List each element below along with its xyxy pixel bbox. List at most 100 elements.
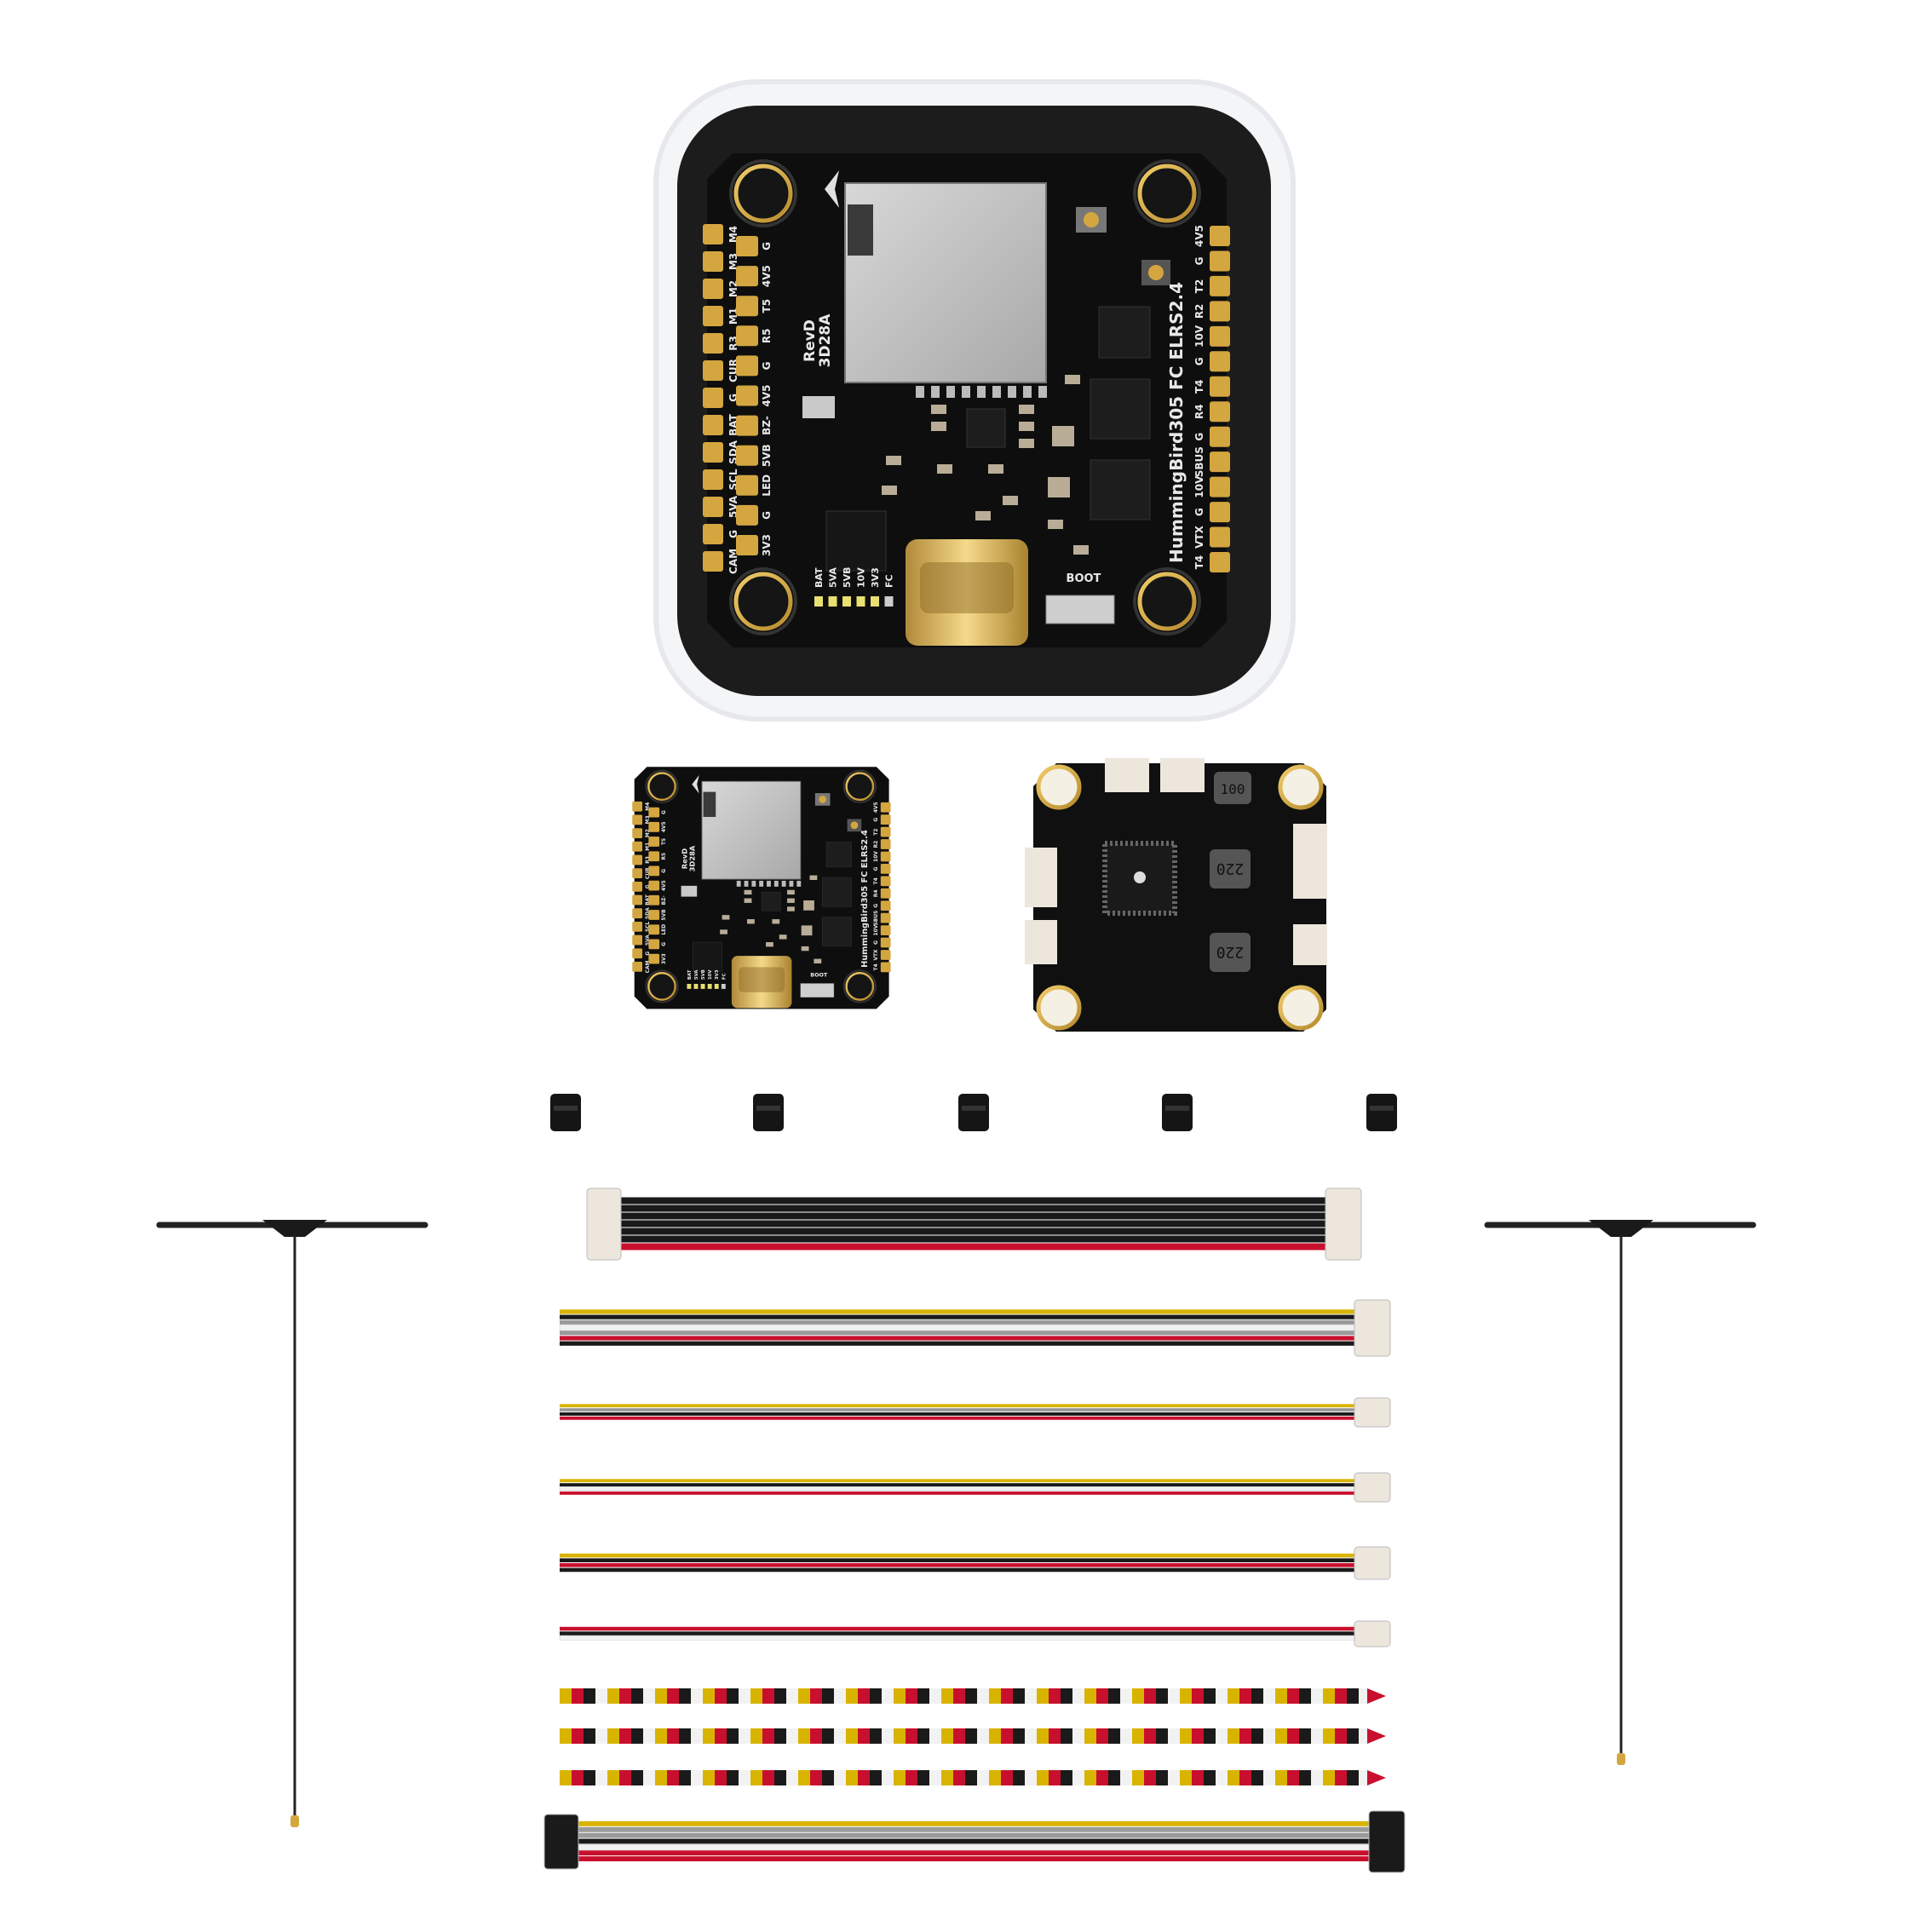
sd-pin — [916, 386, 924, 398]
grommet-body — [1162, 1094, 1193, 1131]
wire — [560, 1631, 1356, 1636]
grommet-body — [958, 1094, 989, 1131]
sd-latch — [848, 204, 873, 256]
wire — [560, 1320, 1356, 1325]
cable — [560, 1688, 1386, 1704]
solder-pad — [703, 415, 723, 435]
mount-hole — [1137, 572, 1197, 631]
led-label: 5VB — [842, 566, 853, 588]
pad-label: G — [727, 394, 739, 402]
esc-pcb — [1033, 763, 1326, 1032]
pad-label: 5VB — [761, 444, 773, 467]
solder-pad — [1210, 301, 1230, 322]
solder-pad — [736, 474, 758, 496]
smd-part — [1019, 405, 1034, 414]
wire — [578, 1844, 1371, 1850]
pad-label: R4 — [1193, 404, 1205, 419]
wire — [578, 1856, 1371, 1861]
connector-right — [1354, 1546, 1391, 1580]
wire — [560, 1412, 1356, 1416]
t-antenna — [156, 1220, 428, 1827]
solder-pad — [1210, 476, 1230, 497]
solder-pad — [703, 497, 723, 517]
solder-pad — [1210, 426, 1230, 447]
pad-label: G — [761, 242, 773, 250]
pad-label: 4V5 — [761, 265, 773, 287]
mount-hole-ring — [729, 567, 797, 635]
solder-pad — [703, 224, 723, 244]
chip — [1090, 378, 1151, 440]
mount-hole-ring — [729, 159, 797, 227]
connector — [1025, 848, 1057, 907]
connector-right — [1325, 1187, 1362, 1261]
led-label: 3V3 — [870, 567, 881, 588]
solder-pad — [736, 445, 758, 466]
antenna-hub — [1589, 1220, 1653, 1237]
smd-part — [931, 422, 946, 431]
solder-pad — [703, 279, 723, 299]
wire — [621, 1235, 1327, 1243]
grommet-body — [753, 1094, 784, 1131]
pad-label: 4V5 — [761, 385, 773, 407]
solder-pad — [736, 504, 758, 526]
wire — [560, 1408, 1356, 1412]
arrow-logo-icon — [825, 170, 839, 208]
cable — [559, 1299, 1391, 1357]
solder-pad — [703, 360, 723, 381]
pad-label: M3 — [727, 253, 739, 270]
solder-pad — [736, 535, 758, 555]
wire — [560, 1567, 1356, 1573]
wire — [560, 1314, 1356, 1320]
solder-pad — [1210, 526, 1230, 548]
antennas — [156, 1220, 1757, 1827]
solder-pad — [703, 333, 723, 354]
status-led — [856, 596, 865, 607]
smd-part — [1003, 496, 1018, 505]
solder-pad — [703, 251, 723, 272]
connector-right — [1354, 1299, 1391, 1357]
smd-part — [886, 456, 901, 465]
solder-pad — [1210, 250, 1230, 272]
mount-hole — [1137, 164, 1197, 223]
solder-pad — [1210, 451, 1230, 473]
board-code: 3D28A — [817, 313, 834, 368]
connector-right — [1368, 1810, 1406, 1873]
boot-label: BOOT — [1067, 572, 1101, 585]
pad-label: R2 — [1193, 304, 1205, 319]
grommet-groove — [962, 1106, 986, 1111]
chip — [1098, 306, 1151, 359]
sd-pin — [1008, 386, 1016, 398]
grommet-body — [1366, 1094, 1397, 1131]
inductor — [1214, 772, 1251, 804]
solder-pad — [1210, 275, 1230, 296]
solder-pad — [736, 325, 758, 347]
mount-hole-ring — [1133, 567, 1201, 635]
wire — [560, 1341, 1356, 1346]
wire — [578, 1850, 1371, 1856]
smd-part — [1019, 439, 1034, 448]
pad-label: 10V — [1193, 475, 1205, 498]
cable — [560, 1770, 1386, 1785]
pad-label: SBUS — [1193, 446, 1205, 477]
mount-hole — [1036, 764, 1082, 810]
sd-pin — [977, 386, 986, 398]
wire — [560, 1404, 1356, 1408]
pad-label: 10V — [1193, 325, 1205, 348]
cable — [560, 1397, 1391, 1428]
sd-pin — [931, 386, 940, 398]
rubber-grommet — [1162, 1094, 1193, 1131]
sd-pin — [992, 386, 1001, 398]
connector-left — [543, 1814, 579, 1870]
wire-end — [1367, 1728, 1386, 1744]
sd-pin — [946, 386, 955, 398]
solder-pad — [736, 355, 758, 377]
solder-pad — [703, 469, 723, 490]
wire — [559, 1325, 1357, 1331]
cable — [559, 1620, 1391, 1647]
sd-card-slot — [844, 182, 1047, 383]
connector-right — [1354, 1472, 1391, 1503]
cable — [559, 1472, 1391, 1503]
wire — [560, 1558, 1356, 1562]
pad-label: T5 — [761, 299, 773, 313]
